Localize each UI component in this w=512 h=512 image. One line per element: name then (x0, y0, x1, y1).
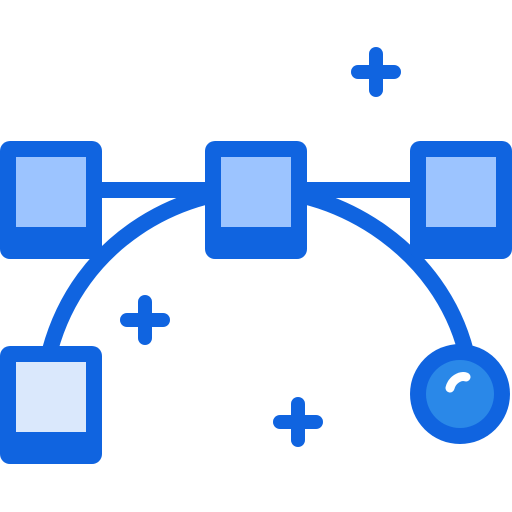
node-square-top-right[interactable] (410, 141, 512, 259)
anchor-circle-highlight (445, 372, 471, 393)
node-square-bottom-left[interactable] (0, 346, 102, 464)
node-square-top-left[interactable] (0, 141, 102, 259)
plus-sparkle-bottom-center (273, 397, 323, 447)
plus-sparkle-top-right (351, 47, 401, 97)
anchor-circle[interactable] (410, 344, 510, 444)
node-square-top-center[interactable] (205, 141, 307, 259)
plus-sparkle-middle-left (120, 295, 170, 345)
